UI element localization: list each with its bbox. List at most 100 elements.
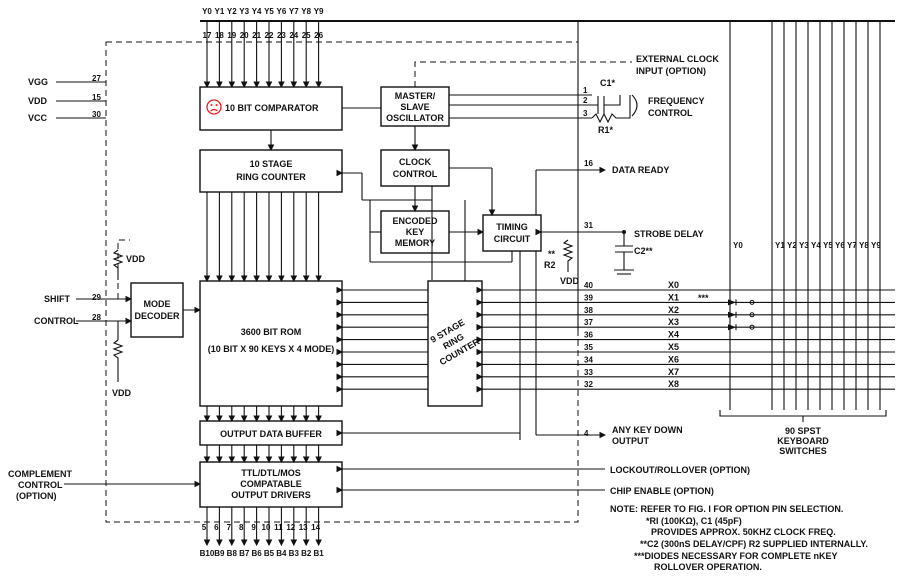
supply-pin: 15: [92, 93, 101, 102]
x-row-label: X4: [668, 330, 679, 340]
x-row-label: X2: [668, 305, 679, 315]
r2-mark: **: [548, 249, 556, 259]
external-clock: EXTERNAL CLOCK INPUT (OPTION): [414, 54, 719, 87]
mode-label-2: DECODER: [134, 311, 180, 321]
bottom-pin: 6: [214, 523, 219, 532]
diode-icon: [728, 299, 736, 306]
clock-label-1: CLOCK: [399, 157, 431, 167]
key-label-2: KEY: [406, 227, 425, 237]
ring10-label-2: RING COUNTER: [236, 172, 306, 182]
x-row-pin: 33: [584, 368, 593, 377]
strobe-label: STROBE DELAY: [634, 229, 704, 239]
timing-label-2: CIRCUIT: [494, 234, 531, 244]
top-y-label: Y6: [277, 7, 287, 16]
x-row-label: X0: [668, 280, 679, 290]
c2-label: C2**: [634, 246, 653, 256]
top-pin-label: 25: [302, 31, 311, 40]
kb-y-label: Y4: [811, 241, 821, 250]
note-line-4: **C2 (300nS DELAY/CPF) R2 SUPPLIED INTER…: [640, 539, 868, 549]
control-pin: 28: [92, 313, 101, 322]
shift-pin: 29: [92, 293, 101, 302]
top-pin-label: 22: [265, 31, 274, 40]
x-row-label: X1: [668, 292, 679, 302]
data-ready-label: DATA READY: [612, 165, 669, 175]
diode-mark: ***: [698, 293, 709, 303]
top-y-label: Y8: [301, 7, 311, 16]
kb-label-2: KEYBOARD: [777, 436, 829, 446]
bottom-label: B3: [289, 549, 300, 558]
top-y-label: Y7: [289, 7, 299, 16]
top-y-label: Y3: [239, 7, 249, 16]
top-y-label: Y0: [202, 7, 212, 16]
top-pin-label: 20: [240, 31, 249, 40]
clock-label-2: CONTROL: [393, 169, 438, 179]
x-row-label: X5: [668, 342, 679, 352]
shift-control-inputs: SHIFT 29 CONTROL 28 VDD VDD: [34, 239, 146, 398]
note-line-5: ***DIODES NECESSARY FOR COMPLETE nKEY: [634, 551, 838, 561]
osc-label-2: SLAVE: [400, 102, 429, 112]
bottom-pin: 13: [299, 523, 308, 532]
bottom-label: B1: [313, 549, 324, 558]
x-row-pin: 39: [584, 293, 593, 302]
top-pin-label: 21: [252, 31, 261, 40]
osc-pin: 1: [583, 86, 588, 95]
osc-label-1: MASTER/: [395, 91, 436, 101]
complement-label-2: CONTROL: [18, 480, 63, 490]
supply-pin: 27: [92, 74, 101, 83]
switch-contact: [749, 324, 755, 330]
kb-y-label: Y5: [823, 241, 833, 250]
notes: NOTE: REFER TO FIG. I FOR OPTION PIN SEL…: [610, 504, 868, 572]
chip-enable-label: CHIP ENABLE (OPTION): [610, 486, 714, 496]
kb-y-label: Y1: [775, 241, 785, 250]
bottom-pin: 14: [311, 523, 320, 532]
data-ready-pin: 16: [584, 159, 593, 168]
control-label: CONTROL: [34, 316, 79, 326]
top-y-label: Y4: [252, 7, 262, 16]
internal-wiring: [183, 107, 607, 440]
top-pin-label: 23: [277, 31, 286, 40]
shift-label: SHIFT: [44, 294, 71, 304]
top-pin-label: 24: [289, 31, 298, 40]
kb-label-1: 90 SPST: [785, 426, 822, 436]
complement-control: COMPLEMENT CONTROL (OPTION): [8, 469, 202, 501]
ring10-label-1: 10 STAGE: [250, 159, 293, 169]
anykey-label-1: ANY KEY DOWN: [612, 425, 683, 435]
bottom-label: B6: [251, 549, 262, 558]
freq-label-2: CONTROL: [648, 108, 693, 118]
bottom-pin: 9: [251, 523, 256, 532]
x-row-label: X3: [668, 317, 679, 327]
comparator-block: 10 BIT COMPARATOR: [199, 86, 343, 131]
x-row-pin: 32: [584, 380, 593, 389]
anykey-label-2: OUTPUT: [612, 436, 650, 446]
bottom-pin: 7: [227, 523, 232, 532]
key-label-1: ENCODED: [392, 216, 438, 226]
complement-label-3: (OPTION): [16, 491, 57, 501]
complement-label-1: COMPLEMENT: [8, 469, 73, 479]
diode-icon: [728, 324, 736, 331]
kb-y-label: Y8: [859, 241, 869, 250]
drv-label-1: TTL/DTL/MOS: [241, 468, 301, 478]
timing-label-1: TIMING: [496, 222, 528, 232]
top-pin-label: 26: [314, 31, 323, 40]
frequency-control-network: C1* R1* FREQUENCY CONTROL 123: [449, 78, 705, 135]
ring-counter-9-block: 9 STAGE RING COUNTER: [427, 280, 483, 407]
drv-label-2: COMPATABLE: [240, 479, 302, 489]
rom-label-2: (10 BIT X 90 KEYS X 4 MODE): [208, 344, 335, 354]
mode-decoder-block: MODE DECODER: [130, 282, 184, 338]
top-pin-label: 18: [215, 31, 224, 40]
note-line-3: PROVIDES APPROX. 50KHZ CLOCK FREQ.: [651, 527, 836, 537]
top-y-label: Y5: [264, 7, 274, 16]
x-row-pin: 34: [584, 355, 593, 364]
bottom-pin: 10: [262, 523, 271, 532]
lockout-label: LOCKOUT/ROLLOVER (OPTION): [610, 465, 750, 475]
osc-pin: 3: [583, 109, 588, 118]
kb-y-label: Y6: [835, 241, 845, 250]
kb-label-3: SWITCHES: [779, 446, 827, 456]
x-row-pin: 36: [584, 331, 593, 340]
supply-label: VCC: [28, 113, 48, 123]
encoded-key-memory-block: ENCODED KEY MEMORY: [380, 210, 450, 254]
vdd-top-label: VDD: [126, 254, 146, 264]
